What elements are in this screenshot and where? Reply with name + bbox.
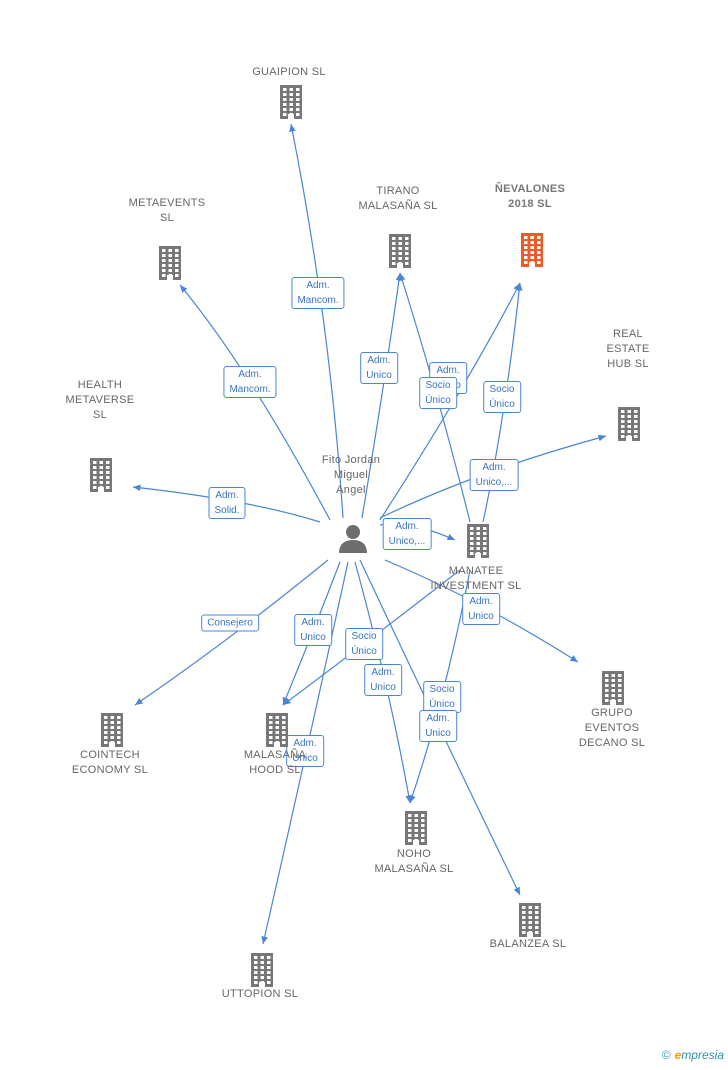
company-label-realestate[interactable]: REAL ESTATE HUB SL bbox=[606, 328, 650, 370]
edge-label-manatee-noho[interactable]: Socio Único bbox=[423, 681, 461, 713]
building-icon bbox=[101, 713, 123, 747]
building-icon bbox=[521, 233, 543, 267]
edge-label-manatee-malasahood[interactable]: Socio Único bbox=[345, 628, 383, 660]
edge-label-center-cointech[interactable]: Consejero bbox=[201, 614, 259, 632]
company-label-malasahood[interactable]: MALASAÑA HOOD SL bbox=[243, 749, 307, 776]
edge-label-center-manatee[interactable]: Adm. Unico,... bbox=[382, 518, 432, 550]
edge-label-center-uttopion[interactable]: Adm. Unico bbox=[286, 735, 324, 767]
company-node-grupo[interactable] bbox=[600, 671, 626, 710]
building-icon bbox=[405, 811, 427, 845]
company-node-cointech[interactable] bbox=[99, 713, 125, 752]
company-label-cointech[interactable]: COINTECH ECONOMY SL bbox=[71, 749, 149, 776]
company-node-nevalones[interactable] bbox=[519, 233, 545, 272]
company-label-health[interactable]: HEALTH METAVERSE SL bbox=[65, 379, 135, 421]
person-icon bbox=[339, 525, 367, 553]
brand-initial: e bbox=[674, 1048, 682, 1062]
edge-center-guaipion bbox=[289, 123, 344, 519]
company-node-metaevents[interactable] bbox=[157, 246, 183, 285]
company-label-grupo[interactable]: GRUPO EVENTOS DECANO SL bbox=[578, 707, 646, 749]
building-icon bbox=[519, 903, 541, 937]
building-icon bbox=[251, 953, 273, 987]
building-icon bbox=[159, 246, 181, 280]
company-node-manatee[interactable] bbox=[465, 524, 491, 563]
edge-label-center-balanzea[interactable]: Adm. Unico bbox=[419, 710, 457, 742]
company-node-balanzea[interactable] bbox=[517, 903, 543, 942]
edge-label-center-health[interactable]: Adm. Solid. bbox=[208, 487, 246, 519]
company-node-uttopion[interactable] bbox=[249, 953, 275, 992]
copyright-icon: © bbox=[661, 1048, 671, 1062]
building-icon bbox=[602, 671, 624, 705]
building-icon bbox=[618, 407, 640, 441]
company-node-noho[interactable] bbox=[403, 811, 429, 850]
edge-label-manatee-tirano[interactable]: Socio Único bbox=[419, 377, 457, 409]
edge-label-center-noho[interactable]: Adm. Unico bbox=[364, 664, 402, 696]
company-label-metaevents[interactable]: METAEVENTS SL bbox=[128, 197, 206, 224]
edge-center-cointech bbox=[134, 559, 329, 706]
person-node[interactable] bbox=[338, 523, 368, 558]
edge-label-center-grupo[interactable]: Adm. Unico bbox=[462, 593, 500, 625]
company-label-uttopion[interactable]: UTTOPION SL bbox=[221, 988, 299, 1000]
edge-label-center-metaevents[interactable]: Adm. Mancom. bbox=[223, 366, 277, 398]
company-label-nevalones[interactable]: ÑEVALONES 2018 SL bbox=[494, 183, 566, 210]
edge-label-center-malasahood[interactable]: Adm. Unico bbox=[294, 614, 332, 646]
building-icon bbox=[389, 234, 411, 268]
edge-label-center-tirano[interactable]: Adm. Unico bbox=[360, 352, 398, 384]
building-icon bbox=[266, 713, 288, 747]
company-label-guaipion[interactable]: GUAIPION SL bbox=[252, 66, 326, 78]
building-icon bbox=[90, 458, 112, 492]
company-label-noho[interactable]: NOHO MALASAÑA SL bbox=[374, 848, 454, 875]
brand-name: mpresia bbox=[681, 1048, 724, 1062]
edge-label-manatee-nevalones[interactable]: Socio Único bbox=[483, 381, 521, 413]
building-icon bbox=[280, 85, 302, 119]
edge-center-tirano bbox=[361, 272, 403, 519]
edge-label-center-realestate[interactable]: Adm. Unico,... bbox=[469, 459, 519, 491]
company-label-balanzea[interactable]: BALANZEA SL bbox=[489, 938, 567, 950]
building-icon bbox=[467, 524, 489, 558]
person-name[interactable]: Fito Jordan Miguel Angel bbox=[321, 454, 381, 496]
company-label-manatee[interactable]: MANATEE INVESTMENT SL bbox=[430, 565, 522, 592]
company-label-tirano[interactable]: TIRANO MALASAÑA SL bbox=[358, 185, 438, 212]
company-node-guaipion[interactable] bbox=[278, 85, 304, 124]
company-node-realestate[interactable] bbox=[616, 407, 642, 446]
brand-logo: ©empresia bbox=[662, 1048, 724, 1062]
company-node-health[interactable] bbox=[88, 458, 114, 497]
edge-label-center-guaipion[interactable]: Adm. Mancom. bbox=[291, 277, 345, 309]
company-node-malasahood[interactable] bbox=[264, 713, 290, 752]
company-node-tirano[interactable] bbox=[387, 234, 413, 273]
